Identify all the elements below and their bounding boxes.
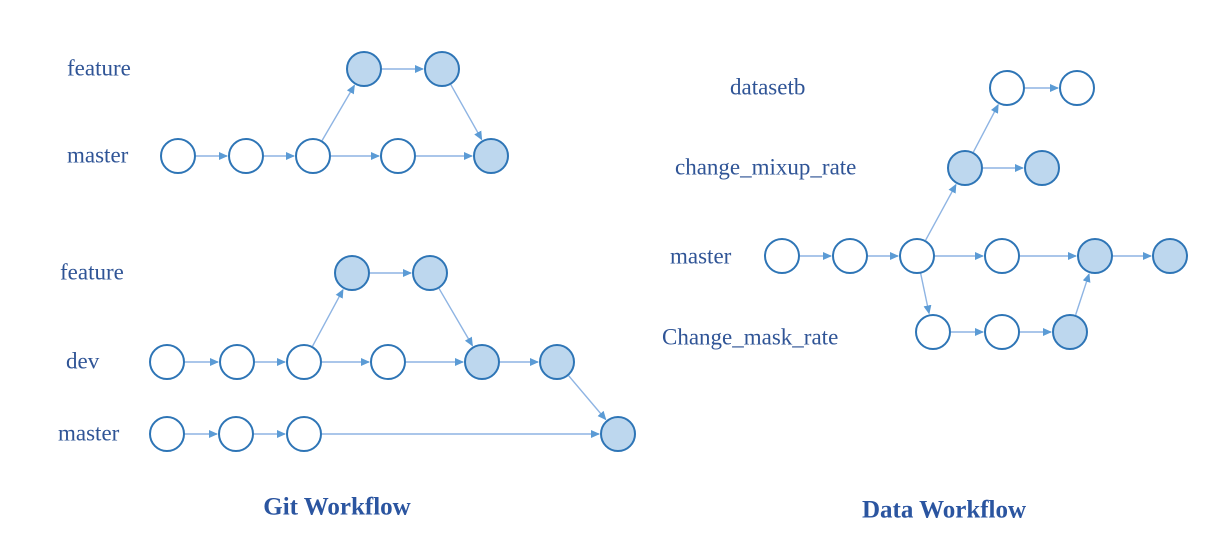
branch-label-master-bottom: master bbox=[58, 420, 120, 446]
branch-label-feature-top: feature bbox=[67, 55, 131, 81]
data-workflow-commit-node-mx2 bbox=[1024, 150, 1060, 186]
data-workflow-commit-node-mk1 bbox=[915, 314, 951, 350]
git-bottom-commit-node-d2 bbox=[219, 344, 255, 380]
data-workflow-edge-m3-mx1 bbox=[925, 183, 957, 241]
git-bottom-commit-node-f1 bbox=[334, 255, 370, 291]
data-workflow-edge-mx1-db1 bbox=[972, 103, 999, 153]
git-bottom-commit-node-d6 bbox=[539, 344, 575, 380]
git-bottom-commit-node-d5 bbox=[464, 344, 500, 380]
data-workflow-commit-node-m6 bbox=[1152, 238, 1188, 274]
data-workflow-commit-node-mx1 bbox=[947, 150, 983, 186]
git-bottom-commit-node-d1 bbox=[149, 344, 185, 380]
data-workflow-commit-node-db1 bbox=[989, 70, 1025, 106]
git-bottom-edge-f2-d5 bbox=[438, 288, 474, 347]
data-workflow-commit-node-mk2 bbox=[984, 314, 1020, 350]
data-workflow-commit-node-m5 bbox=[1077, 238, 1113, 274]
branch-label-change-mask-rate: Change_mask_rate bbox=[662, 324, 839, 350]
data-workflow-commit-node-m3 bbox=[899, 238, 935, 274]
git-top-commit-node-f1 bbox=[346, 51, 382, 87]
git-bottom-commit-node-f2 bbox=[412, 255, 448, 291]
git-top-commit-node-m5 bbox=[473, 138, 509, 174]
git-top-commit-node-m3 bbox=[295, 138, 331, 174]
data-workflow-commit-node-m1 bbox=[764, 238, 800, 274]
git-top-commit-node-f2 bbox=[424, 51, 460, 87]
data-workflow-commit-node-db2 bbox=[1059, 70, 1095, 106]
git-top-edge-m3-f1 bbox=[321, 84, 355, 141]
git-bottom-commit-node-d3 bbox=[286, 344, 322, 380]
data-workflow-edge-mk3-m5 bbox=[1074, 273, 1091, 316]
git-bottom-edge-d6-ma4 bbox=[568, 375, 607, 421]
branch-label-master-data: master bbox=[670, 243, 732, 269]
branch-label-master-top: master bbox=[67, 142, 129, 168]
git-top-commit-node-m2 bbox=[228, 138, 264, 174]
branch-label-change-mixup-rate: change_mixup_rate bbox=[675, 154, 857, 180]
git-bottom-commit-node-ma4 bbox=[600, 416, 636, 452]
data-workflow-commit-node-m4 bbox=[984, 238, 1020, 274]
branch-label-datasetb: datasetb bbox=[730, 74, 806, 100]
data-workflow-commit-node-m2 bbox=[832, 238, 868, 274]
data-workflow-commit-node-mk3 bbox=[1052, 314, 1088, 350]
git-bottom-commit-node-ma2 bbox=[218, 416, 254, 452]
git-bottom-commit-node-ma3 bbox=[286, 416, 322, 452]
git-top-commit-node-m4 bbox=[380, 138, 416, 174]
data-workflow-title: Data Workflow bbox=[861, 496, 1027, 524]
git-bottom-commit-node-ma1 bbox=[149, 416, 185, 452]
branch-label-feature-bottom: feature bbox=[60, 259, 124, 285]
git-bottom-edge-d3-f1 bbox=[311, 288, 344, 347]
branch-label-dev: dev bbox=[66, 348, 100, 374]
git-workflow-title: Git Workflow bbox=[263, 493, 411, 521]
git-bottom-commit-node-d4 bbox=[370, 344, 406, 380]
git-top-edge-f2-m5 bbox=[450, 84, 483, 141]
git-top-commit-node-m1 bbox=[160, 138, 196, 174]
data-workflow-edge-m3-mk1 bbox=[920, 273, 932, 315]
